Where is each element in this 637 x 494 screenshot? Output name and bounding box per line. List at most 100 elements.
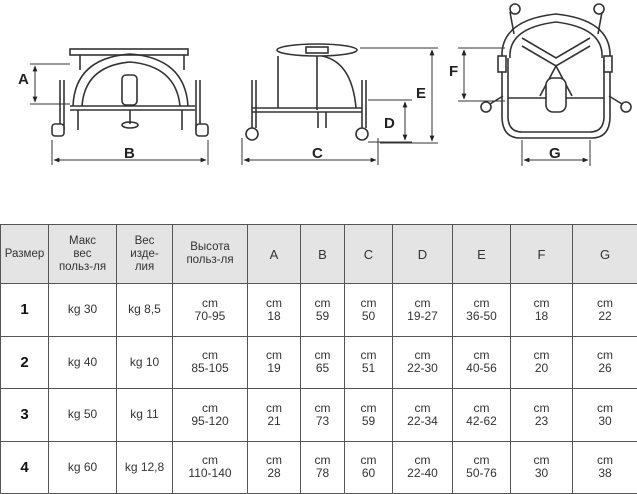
dimension-label-a: A: [18, 71, 29, 88]
unit-label: cm: [597, 295, 613, 310]
header-user-height: Высота польз-ля: [172, 224, 248, 284]
value-label: 78: [315, 466, 330, 481]
unit-label: cm: [533, 453, 550, 468]
unit-label: cm: [360, 400, 377, 415]
cell-max-weight: kg 60: [48, 440, 117, 494]
unit-label: cm: [533, 400, 550, 415]
unit-label: cm: [202, 453, 218, 468]
unit-label: cm: [360, 348, 377, 363]
drawings-svg: A B C D E: [18, 3, 632, 166]
value-label: 19-27: [407, 308, 438, 323]
unit-label: cm: [473, 295, 490, 310]
front-view-drawing: [51, 48, 209, 137]
value-label: 50-76: [466, 466, 497, 481]
header-size: Размер: [0, 224, 49, 284]
header-product-weight: Вес изде- лия: [116, 224, 173, 284]
dimension-label-d: D: [384, 115, 395, 132]
header-dim-a: A: [247, 224, 301, 284]
value-label: 110-140: [188, 466, 232, 481]
unit-label: cm: [314, 453, 331, 468]
header-max-weight: Макс вес польз-ля: [48, 224, 117, 284]
value-label: 95-120: [191, 413, 229, 428]
dimension-label-b: B: [124, 145, 135, 162]
unit-label: cm: [360, 453, 377, 468]
unit-label: cm: [414, 400, 431, 415]
header-dim-c: C: [344, 224, 393, 284]
unit-label: cm: [533, 295, 550, 310]
unit-label: cm: [202, 295, 218, 310]
value-label: 42-62: [466, 413, 497, 428]
unit-label: cm: [414, 295, 431, 310]
value-label: 59: [315, 308, 330, 323]
unit-label: cm: [473, 348, 490, 363]
value-label: 28: [267, 466, 281, 481]
dimension-label-e: E: [416, 85, 426, 102]
cell-size: 3: [0, 388, 49, 442]
side-view-dimensions: [241, 47, 438, 165]
cell-product-weight: kg 12,8: [116, 440, 173, 494]
value-label: 30: [598, 413, 612, 428]
value-label: 20: [534, 361, 549, 376]
unit-label: cm: [414, 348, 431, 363]
header-dim-b: B: [300, 224, 345, 284]
unit-label: cm: [314, 400, 331, 415]
unit-label: cm: [360, 295, 377, 310]
size-spec-table: Размер Макс вес польз-ля Вес изде- лия В…: [0, 224, 637, 494]
header-dim-g: G: [572, 224, 637, 284]
technical-drawings: A B C D E: [0, 0, 637, 222]
value-label: 22-40: [407, 466, 438, 481]
value-label: 73: [315, 413, 330, 428]
value-label: 70-95: [194, 308, 226, 323]
top-view-drawing: [480, 3, 632, 139]
value-label: 85-105: [191, 361, 229, 376]
header-dim-e: E: [452, 224, 511, 284]
header-dim-f: F: [510, 224, 573, 284]
unit-label: cm: [533, 348, 550, 363]
unit-label: cm: [314, 348, 331, 363]
dimension-label-f: F: [449, 63, 458, 80]
value-label: 38: [598, 466, 612, 481]
unit-label: cm: [266, 400, 282, 415]
value-label: 22-30: [407, 361, 438, 376]
value-label: 50: [361, 308, 376, 323]
side-view-drawing: [245, 43, 369, 141]
value-label: 19: [267, 361, 281, 376]
value-label: 36-50: [466, 308, 497, 323]
value-label: 65: [315, 361, 330, 376]
cell-max-weight: kg 30: [48, 283, 117, 337]
value-label: 23: [534, 413, 549, 428]
cell-size: 1: [0, 283, 49, 337]
value-label: 51: [361, 361, 376, 376]
unit-label: cm: [266, 348, 282, 363]
unit-label: cm: [266, 295, 282, 310]
cell-max-weight: kg 50: [48, 388, 117, 442]
cell-size: 2: [0, 335, 49, 389]
